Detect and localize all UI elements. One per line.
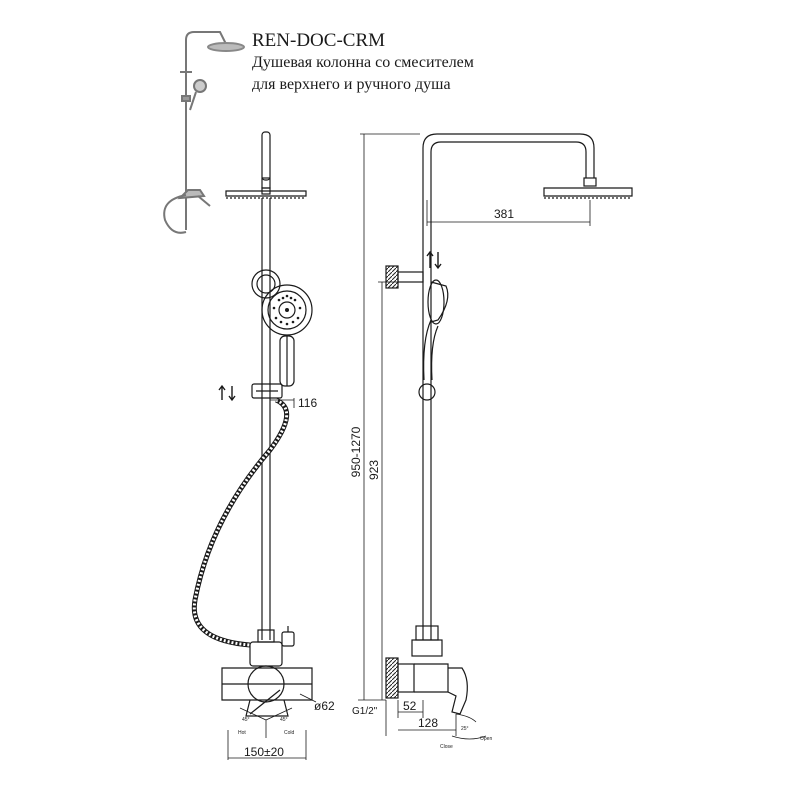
dim-thread: G1/2" <box>352 706 378 717</box>
product-code: REN-DOC-CRM <box>252 30 386 51</box>
title-block: REN-DOC-CRM Душевая колонна со смесителе… <box>252 30 474 96</box>
label-angle-side: 25° <box>461 726 469 732</box>
dim-overhead-reach: 381 <box>494 207 514 221</box>
product-thumbnail <box>163 31 245 234</box>
dim-depth-handle: 128 <box>418 716 438 730</box>
label-cold: Cold <box>284 730 295 736</box>
dim-holder-height: 923 <box>367 460 381 480</box>
label-hot: Hot <box>238 730 246 736</box>
product-subtitle-line1: Душевая колонна со смесителем <box>252 54 474 71</box>
label-angle-right: 45° <box>280 717 288 723</box>
dim-inlet-spacing: 150±20 <box>244 745 284 759</box>
label-angle-left: 45° <box>242 717 250 723</box>
side-view <box>358 133 633 740</box>
dim-escutcheon-diameter: ø62 <box>314 699 335 713</box>
dim-holder-offset: 116 <box>298 396 317 410</box>
label-open: Open <box>480 736 492 742</box>
dim-total-height: 950-1270 <box>349 426 363 477</box>
product-subtitle-line2: для верхнего и ручного душа <box>252 76 451 93</box>
dim-depth-valve: 52 <box>403 699 417 713</box>
label-close: Close <box>440 744 453 750</box>
front-view <box>191 131 317 760</box>
